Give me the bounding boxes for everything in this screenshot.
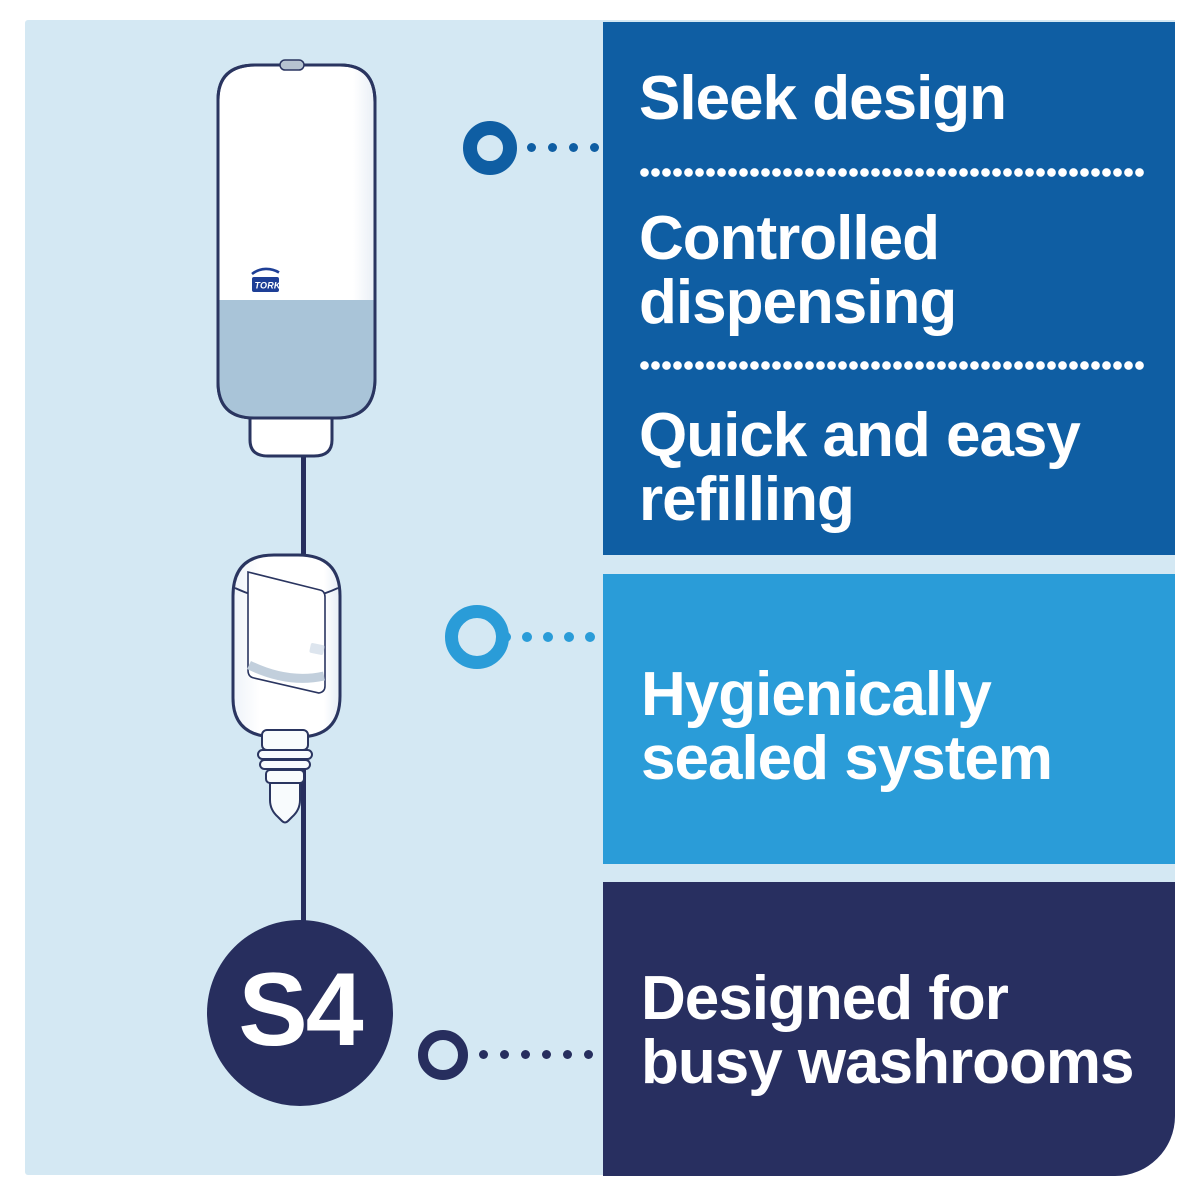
connector-dot [543,632,553,642]
feature-panel-top: Sleek design Controlled dispensing Quick… [603,22,1175,555]
feature-panel-middle: Hygienically sealed system [603,574,1175,864]
connector-dot [522,632,532,642]
soap-dispenser-illustration: TORK [216,59,377,458]
connector-dot [542,1050,551,1059]
connector-dot [563,1050,572,1059]
feature-hygienically-sealed: Hygienically sealed system [641,660,1053,793]
tork-logo-text: TORK [255,281,282,291]
feature-quick-refilling: Quick and easy refilling [639,401,1081,534]
feature-busy-washrooms: Designed for busy washrooms [641,964,1134,1097]
soap-window [218,300,375,418]
sensor-slot [279,59,305,71]
push-lever [248,414,334,458]
callout-ring-bottom [418,1030,468,1080]
dotted-separator [639,361,1145,370]
tork-logo: TORK [251,267,282,292]
connector-dot [527,143,536,152]
feature-panel-bottom: Designed for busy washrooms [603,882,1175,1176]
callout-dots-top [527,143,599,152]
connector-dot [479,1050,488,1059]
refill-bottle-illustration [231,553,342,824]
connector-dot [501,632,511,642]
connector-dot [564,632,574,642]
connector-dot [590,143,599,152]
feature-sleek-design: Sleek design [639,64,1007,133]
dotted-separator [639,168,1145,177]
connector-dot [584,1050,593,1059]
embossed-mark [309,643,325,655]
connector-dot [548,143,557,152]
s4-badge-label: S4 [238,951,363,1068]
connector-dot [569,143,578,152]
connector-dot [521,1050,530,1059]
connector-dot [500,1050,509,1059]
s4-system-badge: S4 [207,920,393,1106]
pump-nozzle [257,729,313,824]
bottle-label [247,570,326,694]
callout-ring-middle [445,605,509,669]
callout-ring-top [463,121,517,175]
connector-dot [585,632,595,642]
callout-dots-bottom [479,1050,593,1059]
feature-controlled-dispensing: Controlled dispensing [639,204,957,337]
callout-dots-middle [501,632,595,642]
